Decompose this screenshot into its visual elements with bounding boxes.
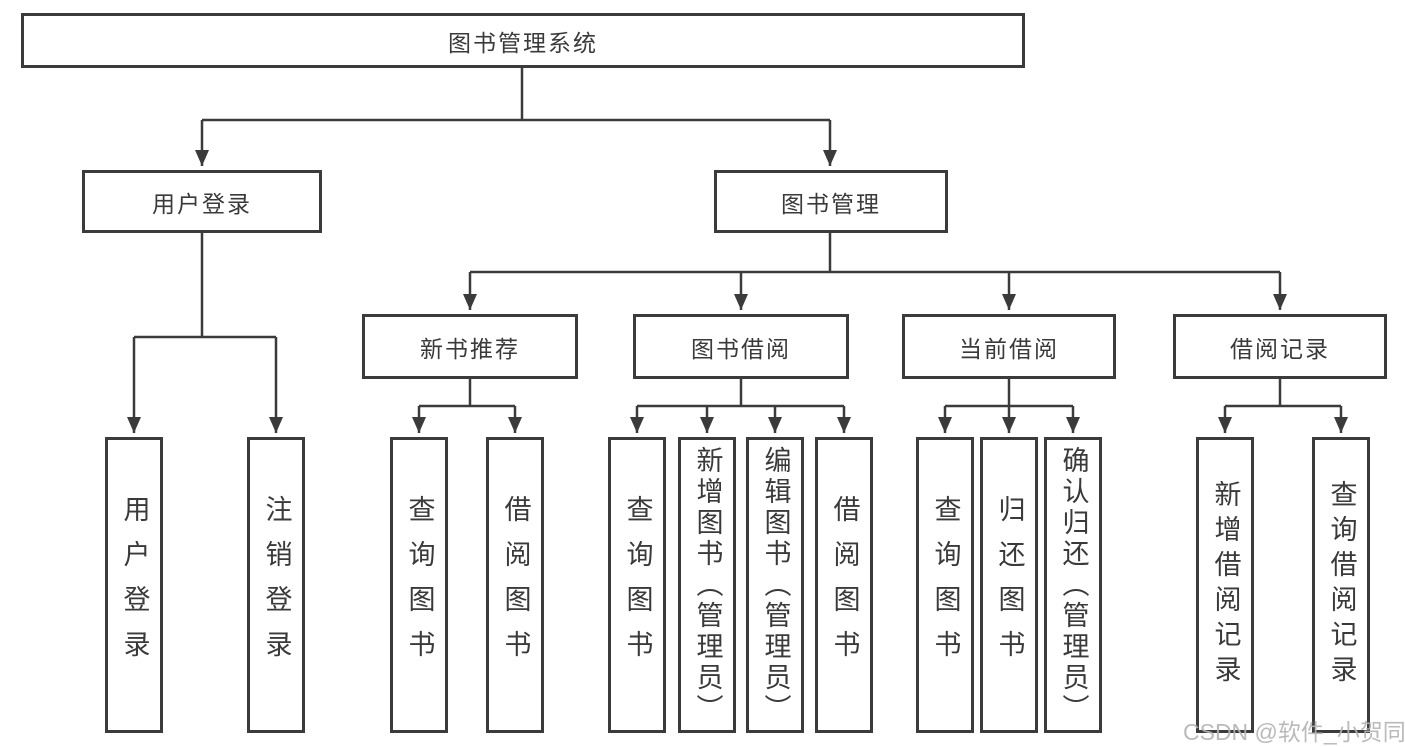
node-book-borrow: 图书借阅 (633, 314, 849, 379)
csdn-watermark: CSDN @软件_小贺同学 (1183, 719, 1405, 745)
leaf-add-borrow-record: 新增借阅记录 (1196, 437, 1254, 733)
node-book-management: 图书管理 (714, 170, 948, 233)
leaf-add-books-admin: 新增图书（管理员） (678, 437, 736, 733)
node-library-management-system: 图书管理系统 (21, 13, 1025, 68)
node-borrow-records: 借阅记录 (1173, 314, 1387, 379)
leaf-query-books-recommend: 查询图书 (390, 437, 448, 733)
node-user-login: 用户登录 (82, 170, 322, 233)
leaf-query-books-current: 查询图书 (916, 437, 974, 733)
leaf-borrow-books: 借阅图书 (815, 437, 873, 733)
leaf-logout-login: 注销登录 (247, 437, 305, 733)
leaf-query-books-borrow: 查询图书 (608, 437, 666, 733)
leaf-borrow-books-recommend: 借阅图书 (486, 437, 544, 733)
leaf-return-books: 归还图书 (980, 437, 1038, 733)
node-current-borrow: 当前借阅 (902, 314, 1116, 379)
leaf-user-login: 用户登录 (105, 437, 163, 733)
leaf-query-borrow-record: 查询借阅记录 (1312, 437, 1370, 733)
node-new-book-recommend: 新书推荐 (362, 314, 578, 379)
leaf-edit-books-admin: 编辑图书（管理员） (746, 437, 804, 733)
leaf-confirm-return-admin: 确认归还（管理员） (1044, 437, 1102, 733)
